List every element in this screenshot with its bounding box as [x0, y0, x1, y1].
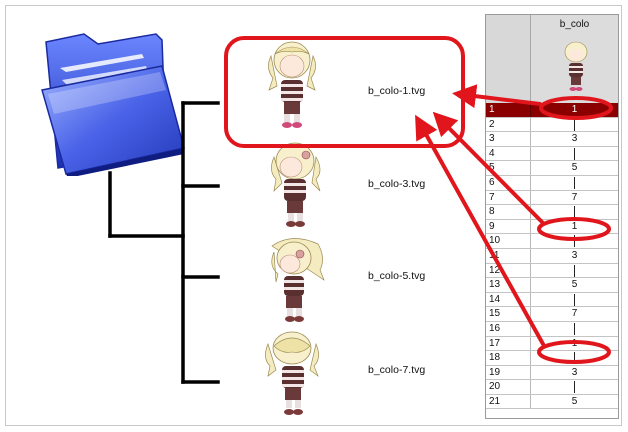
- column-name[interactable]: b_colo: [559, 19, 590, 30]
- frame-number: 14: [489, 293, 501, 305]
- drawing-cell-value[interactable]: 5: [571, 395, 578, 407]
- frame-number: 13: [489, 279, 501, 291]
- column-divider: [530, 351, 531, 365]
- drawing-filename-3: b_colo-3.tvg: [368, 178, 426, 190]
- hold-line: [574, 381, 575, 394]
- column-divider: [530, 103, 531, 117]
- hold-line: [574, 118, 575, 131]
- frame-number: 1: [489, 104, 495, 115]
- frame-row[interactable]: 16: [486, 321, 618, 337]
- frame-row[interactable]: 17 1: [486, 336, 618, 352]
- column-divider: [530, 321, 531, 336]
- frame-number: 12: [489, 264, 501, 276]
- drawing-cell-value[interactable]: 3: [571, 249, 578, 261]
- frame-number: 3: [489, 133, 495, 145]
- frame-number: 20: [489, 381, 501, 393]
- frame-row[interactable]: 11 3: [486, 248, 618, 264]
- frame-row[interactable]: 6: [486, 175, 618, 191]
- frame-number-header: [486, 15, 531, 103]
- hold-line: [574, 322, 575, 335]
- frame-number: 6: [489, 176, 495, 188]
- drawing-cell-value[interactable]: 5: [571, 279, 578, 291]
- frame-number: 7: [489, 191, 495, 203]
- frame-row[interactable]: 14: [486, 292, 618, 308]
- drawing-filename-5: b_colo-5.tvg: [368, 270, 426, 282]
- hold-line: [574, 264, 575, 277]
- character-thumbnail-7: [265, 331, 319, 415]
- frame-row[interactable]: 2: [486, 117, 618, 133]
- character-thumbnail-1: [268, 41, 316, 128]
- column-divider: [530, 175, 531, 190]
- frame-number: 18: [489, 352, 501, 364]
- column-divider: [530, 263, 531, 278]
- column-divider: [530, 205, 531, 219]
- frame-number: 8: [489, 206, 495, 218]
- hold-line: [574, 206, 575, 219]
- drawing-cell-value[interactable]: 7: [571, 308, 578, 320]
- frame-number: 21: [489, 395, 501, 407]
- frame-number: 2: [489, 118, 495, 130]
- frame-number: 17: [489, 337, 501, 349]
- figure-border: [5, 5, 622, 426]
- hold-line: [574, 176, 575, 189]
- column-divider: [530, 380, 531, 394]
- column-divider: [530, 146, 531, 161]
- frame-row[interactable]: 4: [486, 146, 618, 162]
- frame-row[interactable]: 20: [486, 380, 618, 395]
- frame-number: 19: [489, 366, 501, 378]
- frame-row[interactable]: 15 7: [486, 307, 618, 322]
- frame-row[interactable]: 19 3: [486, 365, 618, 381]
- frame-number: 9: [489, 220, 495, 232]
- column-divider: [530, 394, 531, 409]
- frame-row[interactable]: 13 5: [486, 278, 618, 293]
- frame-number: 11: [489, 249, 500, 261]
- frame-row[interactable]: 21 5: [486, 394, 618, 410]
- frame-row[interactable]: 8: [486, 205, 618, 220]
- drawing-cell-value[interactable]: 5: [571, 162, 578, 174]
- frame-number: 15: [489, 308, 501, 320]
- folder-icon: [41, 33, 185, 176]
- hold-line: [574, 293, 575, 306]
- frame-number: 5: [489, 162, 495, 174]
- hold-line: [574, 235, 575, 248]
- drawing-cell-value[interactable]: 3: [571, 133, 578, 145]
- column-header: b_colo: [486, 15, 618, 104]
- drawing-cell-value[interactable]: 1: [571, 104, 578, 115]
- column-divider: [530, 234, 531, 248]
- frame-row[interactable]: 10: [486, 234, 618, 249]
- column-divider: [530, 292, 531, 307]
- drawing-filename-1: b_colo-1.tvg: [368, 85, 426, 97]
- character-thumbnail-5: [271, 238, 325, 322]
- frame-number: 10: [489, 235, 501, 247]
- character-thumbnail-3: [271, 142, 321, 227]
- hold-line: [574, 352, 575, 365]
- hold-line: [574, 147, 575, 160]
- frame-row[interactable]: 18: [486, 351, 618, 366]
- frame-number: 16: [489, 322, 501, 334]
- drawing-cell-value[interactable]: 1: [571, 220, 578, 232]
- column-thumbnail: [564, 41, 588, 91]
- drawing-cell-value[interactable]: 1: [571, 337, 578, 349]
- drawing-filename-7: b_colo-7.tvg: [368, 364, 426, 376]
- column-divider: [530, 365, 531, 380]
- frame-number: 4: [489, 147, 495, 159]
- drawing-cell-value[interactable]: 3: [571, 366, 578, 378]
- frame-row[interactable]: 12: [486, 263, 618, 279]
- drawing-cell-value[interactable]: 7: [571, 191, 578, 203]
- column-divider: [530, 117, 531, 132]
